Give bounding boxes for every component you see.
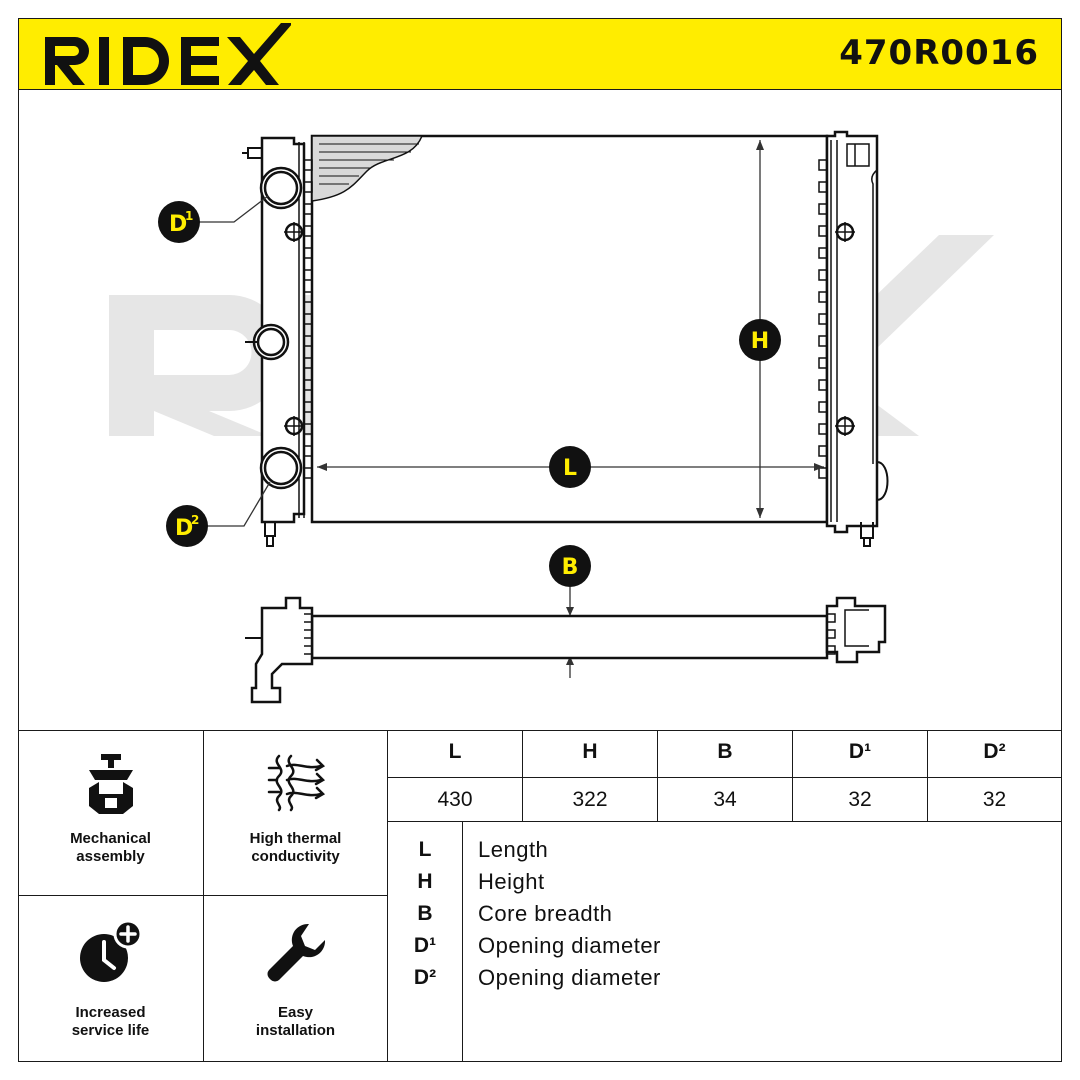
ridex-logo: [45, 23, 291, 85]
label-d2-sup: 2: [191, 513, 199, 527]
dim-header-d1: D¹: [793, 730, 928, 778]
label-d1-sup: 1: [185, 209, 193, 223]
feature-thermal-conductivity: High thermal conductivity: [204, 730, 388, 896]
dim-value-d2: 32: [928, 778, 1062, 822]
legend-key-d1: D¹: [413, 934, 437, 957]
feature-easy-installation: Easy installation: [204, 896, 388, 1062]
dim-header-h: H: [523, 730, 658, 778]
part-number: 470R0016: [839, 33, 1039, 73]
radiator-technical-drawing: D 1 D 2 H L B: [109, 130, 994, 704]
dim-value-b: 34: [658, 778, 793, 822]
thermal-conductivity-icon: [267, 754, 325, 812]
feature-label-line1: Easy: [277, 1004, 314, 1021]
legend-key-l: L: [418, 838, 432, 861]
spec-grid: Mechanical assembly High thermal conduct…: [18, 730, 1062, 1062]
legend-key-h: H: [417, 870, 433, 893]
dimension-labels: D 1 D 2 H L B: [158, 201, 781, 587]
header-bar: 470R0016: [18, 18, 1062, 90]
label-l: L: [563, 456, 577, 481]
legend-text-opening-diameter-2: Opening diameter: [478, 965, 661, 990]
legend-key-d2: D²: [413, 966, 437, 989]
feature-label-line2: conductivity: [251, 848, 340, 865]
feature-label-line2: installation: [255, 1022, 336, 1039]
wrench-icon: [266, 923, 325, 982]
dim-value-d1: 32: [793, 778, 928, 822]
feature-label-line2: service life: [71, 1022, 150, 1039]
label-d2: D: [175, 516, 193, 541]
legend-key-b: B: [417, 902, 433, 925]
label-h: H: [751, 329, 769, 354]
dim-value-l: 430: [388, 778, 523, 822]
feature-mechanical-assembly: Mechanical assembly: [18, 730, 204, 896]
legend-text-core-breadth: Core breadth: [478, 901, 613, 926]
dim-header-d2: D²: [928, 730, 1062, 778]
label-d1: D: [169, 212, 187, 237]
feature-label-line1: High thermal: [249, 830, 342, 847]
service-life-icon: [79, 920, 142, 982]
legend-text-height: Height: [478, 869, 545, 894]
dim-value-h: 322: [523, 778, 658, 822]
mechanical-assembly-icon: [88, 754, 133, 814]
dim-header-b: B: [658, 730, 793, 778]
feature-label-line1: Mechanical: [70, 830, 151, 847]
feature-label-line2: assembly: [76, 848, 145, 865]
legend-text-length: Length: [478, 837, 549, 862]
dimension-legend: L Length H Height B Core breadth D¹ Open…: [388, 822, 1062, 1062]
feature-increased-service-life: Increased service life: [18, 896, 204, 1062]
feature-label-line1: Increased: [75, 1004, 146, 1021]
legend-text-opening-diameter-1: Opening diameter: [478, 933, 661, 958]
label-b: B: [562, 555, 579, 580]
dim-header-l: L: [388, 730, 523, 778]
